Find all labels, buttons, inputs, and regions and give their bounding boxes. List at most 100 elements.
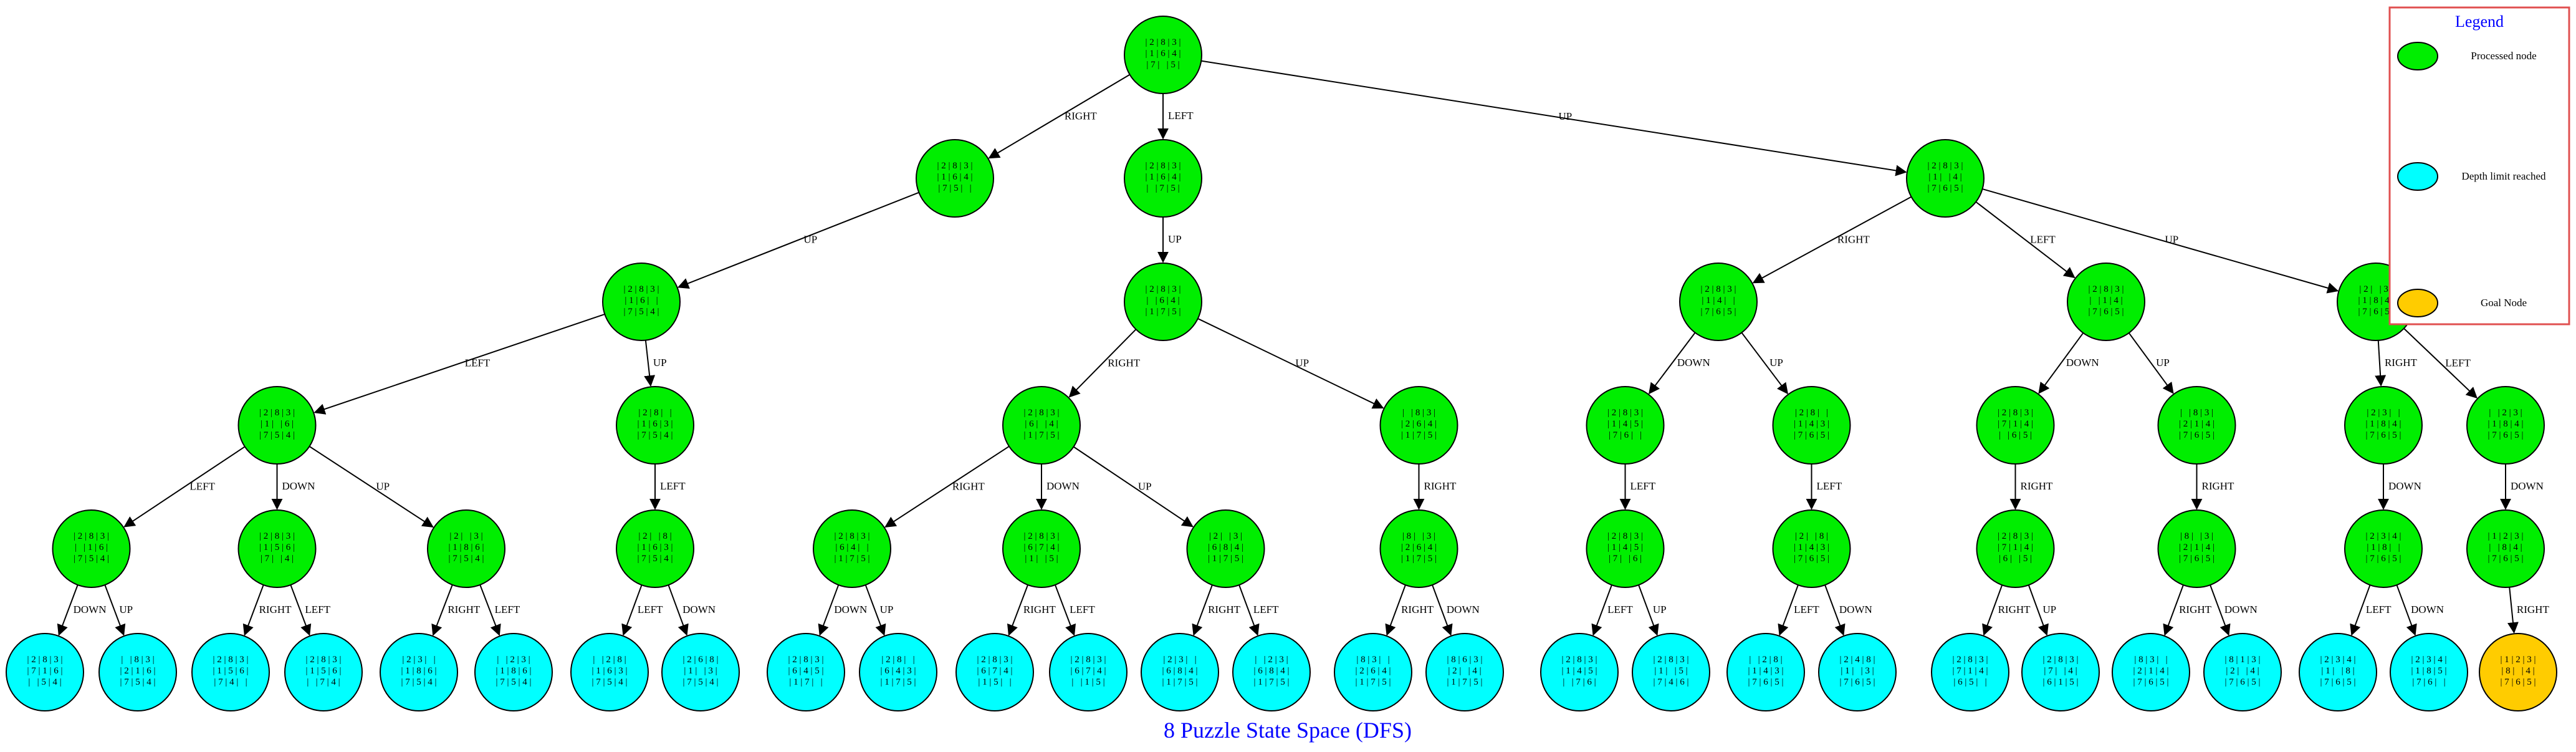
edge-n7-n15: DOWN bbox=[2038, 332, 2099, 394]
edge-n0-n2: LEFT bbox=[1157, 94, 1194, 140]
state-node-row: | | 8 | 4 | bbox=[2489, 542, 2522, 552]
state-node-circle bbox=[1425, 633, 1504, 711]
state-node-row: | 8 | 3 | | bbox=[1356, 655, 1389, 665]
edge-label: LEFT bbox=[495, 604, 520, 615]
edge-n31-n57: LEFT bbox=[2350, 584, 2392, 636]
state-node-row: | | 6 | 4 | bbox=[1146, 296, 1179, 306]
state-node-row: | 1 | 4 | | bbox=[1702, 296, 1735, 306]
state-node-row: | 1 | 8 | 4 | bbox=[2365, 419, 2401, 429]
legend-title: Legend bbox=[2455, 12, 2504, 31]
diagram-title: 8 Puzzle State Space (DFS) bbox=[1164, 718, 1412, 743]
state-node-circle bbox=[2021, 633, 2100, 711]
state-node-row: | 1 | 7 | 5 | bbox=[1447, 677, 1482, 687]
state-node-circle bbox=[859, 633, 937, 711]
state-node-row: | 6 | 1 | 5 | bbox=[2042, 677, 2078, 687]
legend-label: Goal Node bbox=[2481, 297, 2527, 309]
state-node-row: | 1 | 2 | 3 | bbox=[2487, 531, 2523, 541]
edge-line bbox=[1982, 584, 2003, 636]
state-node-circle bbox=[2203, 633, 2282, 711]
state-node-row: | 2 | 8 | 3 | bbox=[937, 161, 972, 171]
state-node-n28: | 2 | | 8 || 1 | 4 | 3 || 7 | 6 | 5 | bbox=[1772, 509, 1851, 588]
edge-n30-n55: RIGHT bbox=[2163, 584, 2212, 636]
state-node-row: | 1 | 7 | 5 | bbox=[1401, 554, 1437, 564]
edge-label: RIGHT bbox=[1108, 357, 1141, 369]
edge-label: LEFT bbox=[1794, 604, 1819, 615]
edge-n23-n42: UP bbox=[864, 584, 893, 636]
state-node-row: | 7 | 5 | 4 | bbox=[637, 554, 673, 564]
edge-label: LEFT bbox=[305, 604, 330, 615]
edge-n27-n50: UP bbox=[1638, 584, 1667, 636]
edge-label: DOWN bbox=[2511, 480, 2544, 492]
edge-label: DOWN bbox=[1046, 480, 1080, 492]
state-node-circle bbox=[767, 633, 845, 711]
state-node-row: | 7 | 6 | 5 | bbox=[1927, 183, 1963, 193]
state-node-circle bbox=[1141, 633, 1219, 711]
state-node-row: | 8 | | 4 | bbox=[2501, 666, 2534, 676]
edge-label: LEFT bbox=[660, 480, 686, 492]
state-node-row: | 7 | 6 | 5 | bbox=[2365, 430, 2401, 440]
edge-label: UP bbox=[1168, 233, 1182, 245]
edge-n0-n3: UP bbox=[1201, 60, 1907, 176]
edge-label: RIGHT bbox=[1065, 110, 1098, 122]
state-node-row: | 7 | 6 | | bbox=[1609, 430, 1642, 440]
state-node-row: | 1 | 4 | 3 | bbox=[1748, 666, 1783, 676]
state-node-row: | 2 | 3 | | bbox=[1163, 655, 1196, 665]
state-node-n52: | 2 | 4 | 8 || 1 | | 3 || 7 | 6 | 5 | bbox=[1818, 633, 1897, 711]
state-node-row: | 2 | 6 | 4 | bbox=[1401, 542, 1437, 552]
state-node-row: | 2 | 3 | 4 | bbox=[2320, 655, 2355, 665]
state-node-n58: | 2 | 3 | 4 || 1 | 8 | 5 || 7 | 6 | | bbox=[2390, 633, 2468, 711]
edge-line bbox=[1192, 584, 1213, 636]
edge-label: RIGHT bbox=[2202, 480, 2235, 492]
state-node-row: | | 7 | 6 | bbox=[1563, 677, 1596, 687]
state-node-circle bbox=[616, 509, 694, 588]
edge-label: UP bbox=[1653, 604, 1667, 615]
state-node-row: | 7 | 6 | 5 | bbox=[2365, 554, 2401, 564]
state-node-circle bbox=[237, 386, 317, 465]
edge-n19-n33: DOWN bbox=[57, 584, 106, 636]
state-node-row: | 7 | 6 | 5 | bbox=[2179, 430, 2214, 440]
edge-label: LEFT bbox=[1607, 604, 1633, 615]
edge-line bbox=[1385, 584, 1406, 636]
state-node-row: | 2 | 3 | 4 | bbox=[2411, 655, 2446, 665]
edge-label: DOWN bbox=[282, 480, 315, 492]
state-node-row: | 1 | 2 | 3 | bbox=[2500, 655, 2535, 665]
state-node-circle bbox=[380, 633, 458, 711]
state-node-row: | | 7 | 5 | bbox=[1146, 183, 1179, 193]
edge-label: LEFT bbox=[1070, 604, 1095, 615]
edge-label: LEFT bbox=[638, 604, 663, 615]
state-node-row: | 2 | 8 | 3 | bbox=[623, 284, 659, 294]
edge-n6-n13: DOWN bbox=[1648, 332, 1710, 395]
state-node-n57: | 2 | 3 | 4 || 1 | | 8 || 7 | 6 | 5 | bbox=[2299, 633, 2377, 711]
edge-n6-n14: UP bbox=[1741, 332, 1789, 395]
state-node-n13: | 2 | 8 | 3 || 1 | 4 | 5 || 7 | 6 | | bbox=[1586, 386, 1665, 465]
edge-line bbox=[621, 584, 643, 636]
edge-line bbox=[123, 446, 246, 528]
state-node-circle bbox=[1976, 509, 2055, 588]
state-node-circle bbox=[2479, 633, 2557, 711]
state-node-circle bbox=[1124, 16, 1202, 94]
edge-n1-n4: UP bbox=[677, 191, 919, 289]
edge-n5-n11: RIGHT bbox=[1068, 329, 1141, 398]
state-node-row: | 2 | 8 | 3 | bbox=[2042, 655, 2078, 665]
state-node-row: | 1 | 8 | 6 | bbox=[496, 666, 531, 676]
state-node-n33: | 2 | 8 | 3 || 7 | 1 | 6 || | 5 | 4 | bbox=[6, 633, 84, 711]
edge-n3-n8: UP bbox=[1982, 188, 2339, 294]
legend-swatch bbox=[2397, 162, 2438, 191]
state-node-row: | 1 | 7 | 5 | bbox=[1145, 307, 1180, 317]
state-node-row: | 7 | 4 | 6 | bbox=[1653, 677, 1688, 687]
state-node-row: | 2 | 8 | 3 | bbox=[1952, 655, 1988, 665]
edge-line bbox=[884, 445, 1010, 528]
state-node-row: | 2 | 8 | 3 | bbox=[305, 655, 341, 665]
state-node-row: | 1 | 7 | 5 | bbox=[880, 677, 916, 687]
edge-n4-n10: UP bbox=[644, 340, 667, 387]
edge-line bbox=[1238, 584, 1260, 636]
edge-n5-n12: UP bbox=[1197, 318, 1384, 409]
edge-label: UP bbox=[2042, 604, 2056, 615]
state-node-circle bbox=[1906, 139, 1985, 218]
state-node-row: | 6 | 7 | 4 | bbox=[977, 666, 1012, 676]
state-node-row: | 2 | 3 | 4 | bbox=[2365, 531, 2401, 541]
state-node-n46: | | 2 | 3 || 6 | 8 | 4 || 1 | 7 | 5 | bbox=[1232, 633, 1311, 711]
state-node-row: | 7 | 6 | 5 | bbox=[1700, 307, 1736, 317]
state-node-row: | 2 | | 4 | bbox=[1448, 666, 1481, 676]
edge-label: UP bbox=[653, 357, 667, 369]
